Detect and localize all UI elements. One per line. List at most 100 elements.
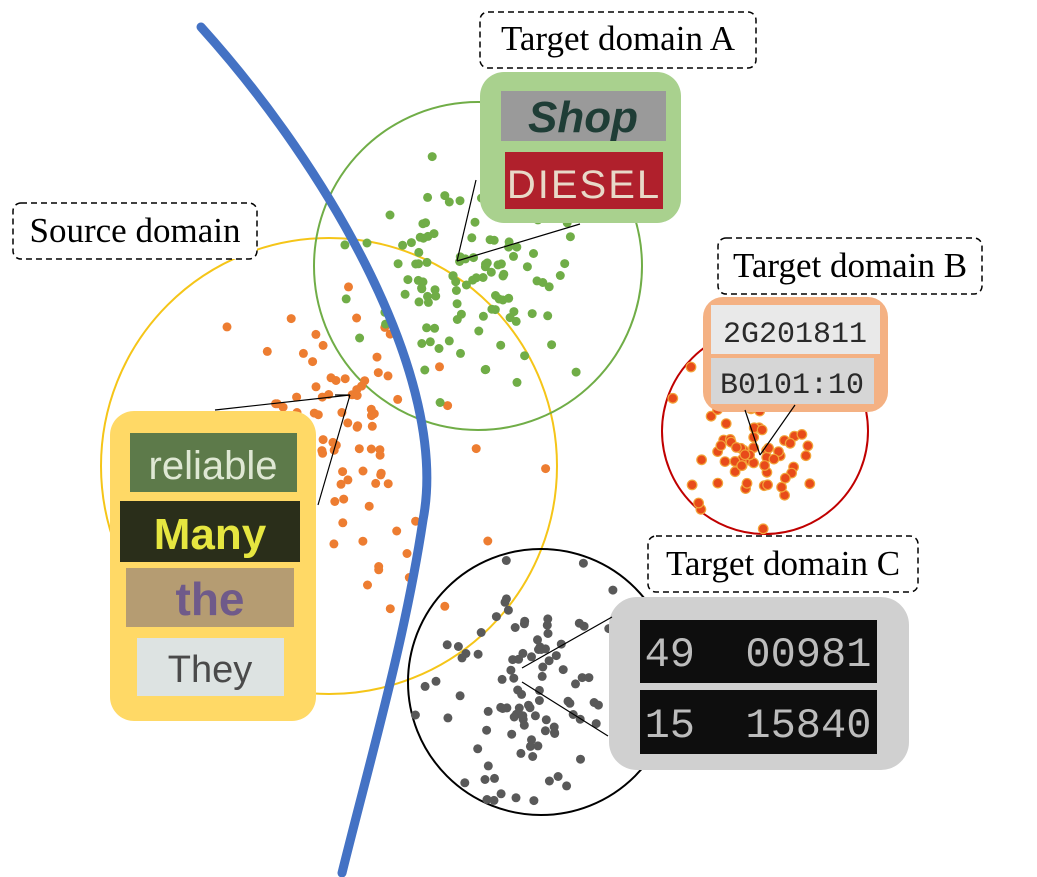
target-c-point	[537, 671, 547, 681]
target-a-word-1: Shop	[528, 93, 638, 142]
target-c-point	[576, 754, 585, 764]
source-point	[373, 368, 383, 378]
source-point	[366, 404, 376, 414]
source-point	[354, 444, 364, 454]
source-point	[329, 539, 339, 549]
target-b-point	[686, 479, 698, 491]
source-point	[340, 374, 350, 384]
source-point	[344, 282, 353, 292]
target-a-point	[485, 235, 495, 245]
target-c-point	[509, 673, 519, 683]
target-c-point	[544, 656, 554, 666]
source-point	[435, 362, 444, 372]
source-point	[376, 468, 386, 478]
target-a-point	[400, 289, 410, 299]
target-c-word-1: 49 00981	[640, 620, 877, 683]
target-a-point	[423, 192, 433, 202]
target-c-point	[549, 722, 559, 732]
target-c-point	[562, 781, 572, 791]
target-c-point	[574, 618, 584, 628]
target-a-point	[543, 311, 553, 321]
source-point	[402, 549, 412, 558]
source-point	[336, 479, 346, 489]
target-a-point	[468, 275, 478, 285]
target-a-point	[478, 311, 488, 321]
target-c-point	[473, 744, 483, 754]
target-c-point	[534, 645, 543, 654]
source-point	[374, 565, 384, 575]
target-c-point	[473, 649, 483, 659]
source-point	[371, 478, 381, 488]
target-a-point	[415, 232, 425, 242]
target-a-point	[474, 326, 484, 336]
target-b-text-1: 2G201811	[723, 318, 867, 352]
target-c-point	[496, 789, 506, 799]
target-c-point	[530, 711, 540, 721]
source-point	[311, 382, 321, 392]
target-c-point	[519, 720, 529, 730]
target-c-point	[455, 691, 465, 701]
target-c-point	[527, 652, 536, 662]
target-a-point	[571, 367, 581, 377]
target-c-point	[500, 597, 510, 607]
target-a-point	[385, 210, 395, 220]
source-point	[330, 497, 340, 506]
target-c-point	[551, 651, 561, 661]
source-point	[318, 340, 328, 350]
target-c-point	[442, 640, 452, 650]
target-a-circle	[313, 101, 643, 431]
target-b-point	[800, 450, 812, 462]
source-word-3: the	[176, 573, 245, 625]
target-c-point	[410, 710, 420, 720]
target-a-point	[560, 259, 570, 269]
target-a-point	[452, 299, 462, 309]
target-b-point	[720, 418, 732, 430]
source-word-4: They	[168, 649, 252, 691]
source-point	[338, 467, 348, 477]
label-source-text: Source domain	[30, 211, 241, 250]
target-c-point	[525, 741, 535, 751]
target-c-point	[533, 635, 542, 645]
target-c-point	[516, 748, 526, 758]
target-c-point	[460, 778, 470, 788]
source-point	[352, 385, 362, 395]
target-a-point	[555, 271, 565, 280]
source-word-they: They	[137, 638, 284, 696]
target-a-point	[414, 297, 424, 307]
target-a-point	[480, 262, 490, 272]
target-c-point	[543, 614, 553, 624]
source-point	[483, 536, 493, 546]
target-a-point	[430, 285, 440, 295]
target-c-point	[483, 761, 493, 771]
target-b-word-1: 2G201811	[711, 305, 880, 354]
target-b-point	[685, 361, 697, 373]
target-a-point	[417, 283, 427, 293]
target-c-point	[593, 700, 603, 710]
target-c-point	[511, 793, 521, 803]
target-c-point	[501, 556, 511, 565]
target-a-point	[429, 229, 439, 239]
target-a-point	[498, 271, 508, 281]
target-c-point	[489, 795, 499, 805]
target-a-point	[529, 249, 538, 258]
target-a-point	[520, 351, 530, 361]
source-point	[367, 411, 376, 421]
target-c-point	[453, 642, 463, 651]
source-point	[318, 435, 328, 445]
target-c-point	[482, 795, 492, 804]
source-point	[392, 526, 402, 536]
target-b-point	[802, 440, 814, 452]
source-point	[358, 536, 368, 546]
source-point	[318, 448, 328, 458]
label-target-c-text: Target domain C	[666, 544, 900, 583]
target-b-point	[796, 429, 808, 440]
source-point	[367, 421, 377, 431]
source-point	[222, 322, 232, 332]
label-source: Source domain	[12, 202, 258, 260]
target-b-point	[719, 456, 731, 468]
target-b-point	[779, 472, 791, 484]
source-point	[383, 479, 393, 489]
target-c-point	[528, 752, 538, 761]
target-b-point	[705, 410, 717, 422]
